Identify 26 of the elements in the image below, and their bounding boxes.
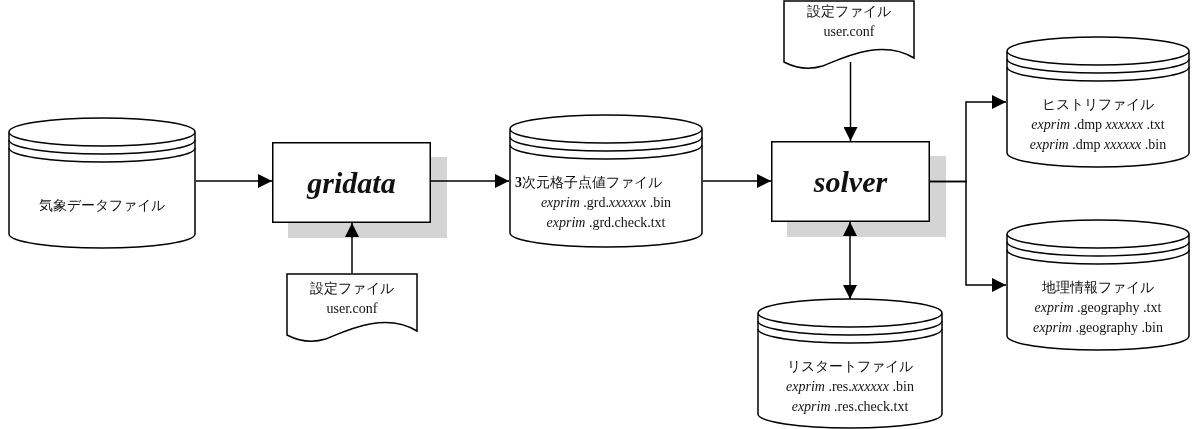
file-name: exprim .grd.xxxxxx .bin	[540, 194, 672, 212]
file-name: exprim .geography .txt	[1034, 299, 1162, 317]
file-name: user.conf	[326, 300, 378, 318]
arrow	[843, 61, 858, 142]
arrow	[430, 174, 510, 188]
file-name: exprim .res.check.txt	[791, 398, 909, 416]
file-title: 設定ファイル	[807, 3, 891, 21]
file-title: 設定ファイル	[310, 280, 394, 298]
file-name: user.conf	[823, 23, 875, 41]
file-title: 気象データファイル	[39, 197, 165, 215]
file-name: exprim .grd.check.txt	[546, 214, 666, 232]
file-name: exprim .dmp xxxxxx .txt	[1031, 116, 1165, 134]
file-name: exprim .geography .bin	[1033, 319, 1163, 337]
file-title: リスタートファイル	[787, 358, 913, 376]
file-title: 地理情報ファイル	[1042, 279, 1154, 297]
arrow	[702, 174, 772, 188]
file-name: exprim .dmp xxxxxx .bin	[1029, 136, 1167, 154]
arrow	[345, 222, 359, 274]
arrow	[929, 180, 1007, 292]
file-name: exprim .res.xxxxxx .bin	[786, 378, 914, 396]
process-label: gridata	[307, 165, 396, 200]
arrow	[195, 174, 273, 188]
file-title: ヒストリファイル	[1042, 96, 1154, 114]
file-title: 3次元格子点値ファイル	[515, 174, 662, 192]
process-label: solver	[813, 164, 888, 199]
arrow	[843, 221, 857, 300]
